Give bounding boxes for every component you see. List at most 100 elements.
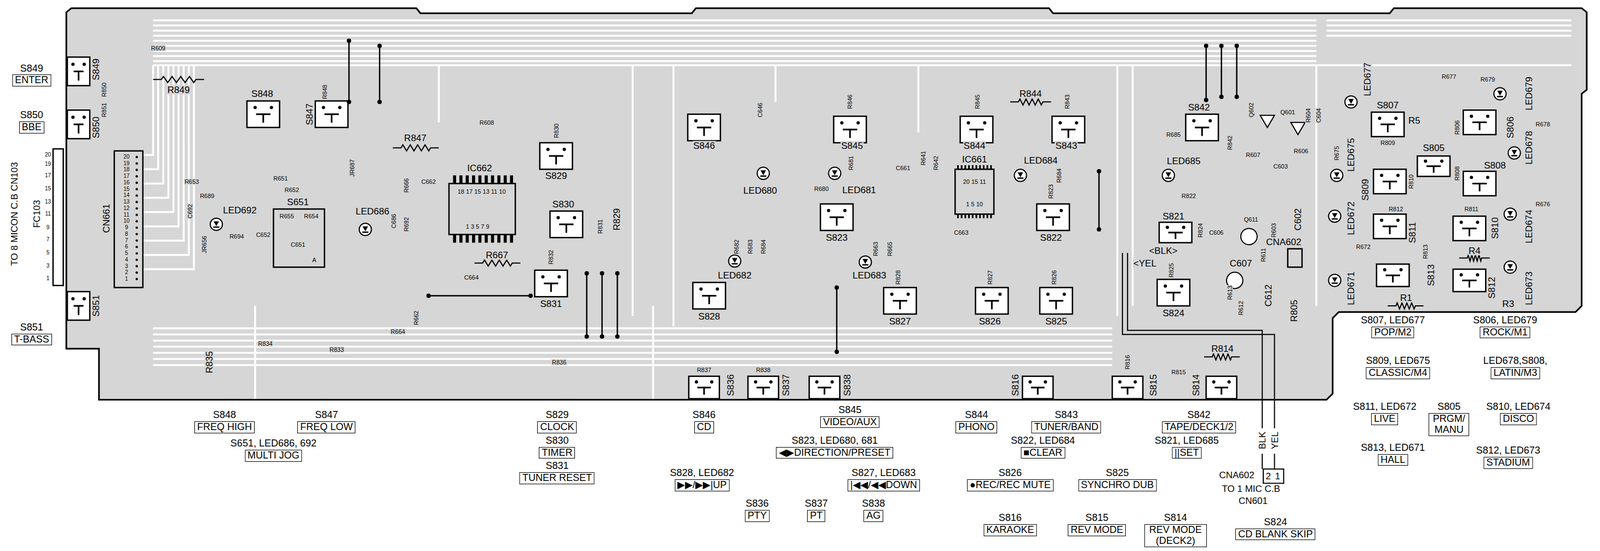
trace (142, 65, 159, 170)
part-label: R815 (1170, 369, 1187, 376)
function-box: DISCO (1499, 413, 1537, 426)
jumper-wire (834, 285, 839, 355)
switch-name: S825 (1105, 468, 1130, 480)
jumper-line (585, 273, 588, 337)
switch-pin (710, 119, 715, 123)
switch-pin (572, 216, 577, 220)
switch-symbol (1157, 279, 1190, 307)
jumper-pad (834, 285, 839, 291)
switch-name: S850 (19, 110, 44, 122)
switch-pin (1208, 119, 1212, 123)
part-label: R689 (199, 192, 215, 199)
switch-pin (1396, 174, 1400, 178)
part-label: R604 (1305, 107, 1312, 123)
switch-symbol (1206, 376, 1237, 400)
jumper-pad (346, 99, 351, 105)
function-label: S809, LED675CLASSIC/M4 (1365, 355, 1431, 380)
connector-pin (135, 220, 138, 223)
ic-pin (990, 165, 992, 170)
switch-body (1376, 264, 1410, 287)
switch-symbol (820, 204, 854, 231)
ic-pin (990, 214, 992, 218)
led-diode (1507, 211, 1513, 217)
part-label: R609 (150, 44, 166, 51)
switch-pin (71, 297, 75, 301)
part-label: 13 (123, 199, 131, 205)
transistor-symbol (1290, 122, 1305, 135)
part-label: R653 (183, 178, 200, 185)
function-box: PHONO (955, 421, 998, 434)
part-label: 1 (1274, 472, 1281, 482)
switch-name: S816 (998, 513, 1023, 525)
switch-symbol (1453, 216, 1487, 241)
function-label: S848FREQ HIGH (194, 410, 255, 434)
switch-symbol (1371, 112, 1405, 137)
switch-symbol (809, 376, 840, 400)
part-label: S830 (551, 199, 575, 209)
led-body (210, 218, 223, 231)
function-label: S805PRGM/ MANU (1428, 401, 1470, 436)
ic-pin (968, 165, 970, 170)
part-label: R607 (1245, 152, 1261, 159)
part-label: R806 (1454, 119, 1461, 136)
part-label: Q611 (1243, 216, 1259, 223)
part-label: 19 (44, 161, 52, 168)
led-symbol (757, 167, 770, 180)
part-label: R606 (1293, 147, 1309, 154)
ic-pin (982, 214, 985, 218)
led-bar (1331, 218, 1338, 221)
switch-mark (817, 387, 832, 395)
switch-symbol (534, 270, 568, 297)
switch-body (1373, 214, 1407, 239)
ic-pin (497, 234, 501, 244)
part-label: LED673 (1523, 271, 1534, 307)
switch-pin (1475, 273, 1479, 277)
jumper-line (601, 273, 603, 337)
switch-body (534, 270, 568, 297)
function-label: LED678,S808,LATIN/M3 (1482, 355, 1548, 380)
part-label: S847 (304, 102, 314, 126)
part-label: JR656 (200, 235, 207, 255)
switch-symbol (67, 291, 90, 321)
function-box: ◀▶DIRECTION/PRESET (776, 447, 894, 460)
switch-pin (1118, 380, 1122, 384)
function-label: S813, LED671HALL (1360, 442, 1426, 467)
jumper-line (1220, 45, 1223, 97)
part-label: S809 (1360, 178, 1371, 202)
switch-mark (256, 114, 271, 124)
switch-pin (540, 275, 545, 279)
part-label: S806 (1505, 116, 1516, 140)
part-label: 20 15 11 (962, 178, 987, 185)
part-label: LED692 (222, 205, 257, 215)
led-body (1162, 169, 1175, 182)
led-bar (1506, 216, 1513, 218)
switch-pin (1059, 209, 1063, 213)
trace (1116, 65, 1119, 316)
function-box: TAPE/DECK1/2 (1161, 421, 1237, 434)
switch-body (1417, 156, 1450, 177)
jumper-pad (377, 43, 382, 49)
jumper-wire (426, 293, 533, 298)
part-label: LED682 (717, 271, 752, 281)
part-label: R679 (1480, 76, 1496, 83)
jumper-wire (377, 43, 382, 105)
switch-body (809, 376, 840, 400)
part-label: 11 (123, 212, 130, 218)
function-box: REV MODE (DECK2) (1144, 524, 1207, 548)
part-label: LED680 (743, 186, 778, 196)
part-label: S810 (1490, 217, 1500, 241)
switch-mark (324, 114, 339, 124)
switch-symbol (1185, 114, 1219, 141)
switch-body (1373, 169, 1407, 194)
switch-pin (1163, 284, 1167, 289)
part-label: R678 (1534, 121, 1551, 128)
led-diode (831, 170, 838, 176)
function-box: BBE (19, 121, 45, 134)
switch-mark (1194, 127, 1210, 137)
part-label: S811 (1407, 221, 1418, 244)
function-box: CLASSIC/M4 (1365, 367, 1430, 380)
jumper-pad (1219, 94, 1224, 100)
switch-body (687, 114, 721, 141)
part-label: R642 (932, 155, 939, 171)
part-label: C646 (757, 102, 764, 118)
